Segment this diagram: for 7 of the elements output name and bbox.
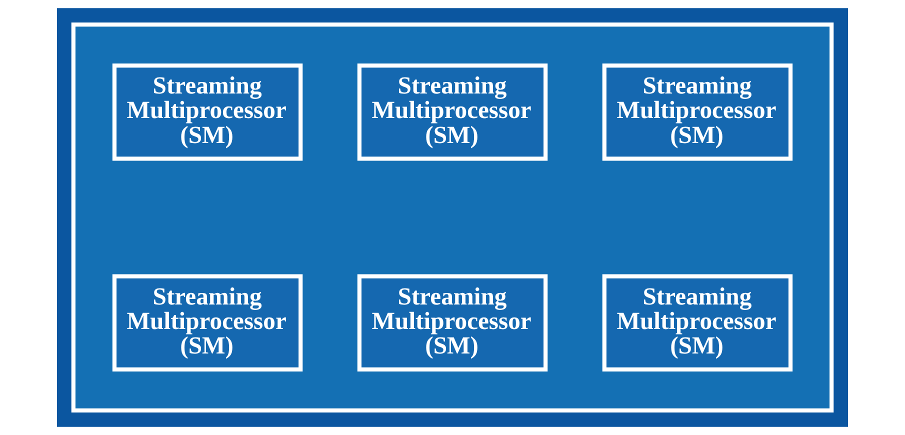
node-box: Streaming Multiprocessor (SM) [357, 64, 548, 161]
node-box: Streaming Multiprocessor (SM) [112, 64, 303, 161]
node-box: Streaming Multiprocessor (SM) [602, 64, 793, 161]
node-box: Streaming Multiprocessor (SM) [112, 274, 303, 372]
cluster [71, 22, 834, 413]
node-box: Streaming Multiprocessor (SM) [602, 274, 793, 372]
node-box: Streaming Multiprocessor (SM) [357, 274, 548, 372]
